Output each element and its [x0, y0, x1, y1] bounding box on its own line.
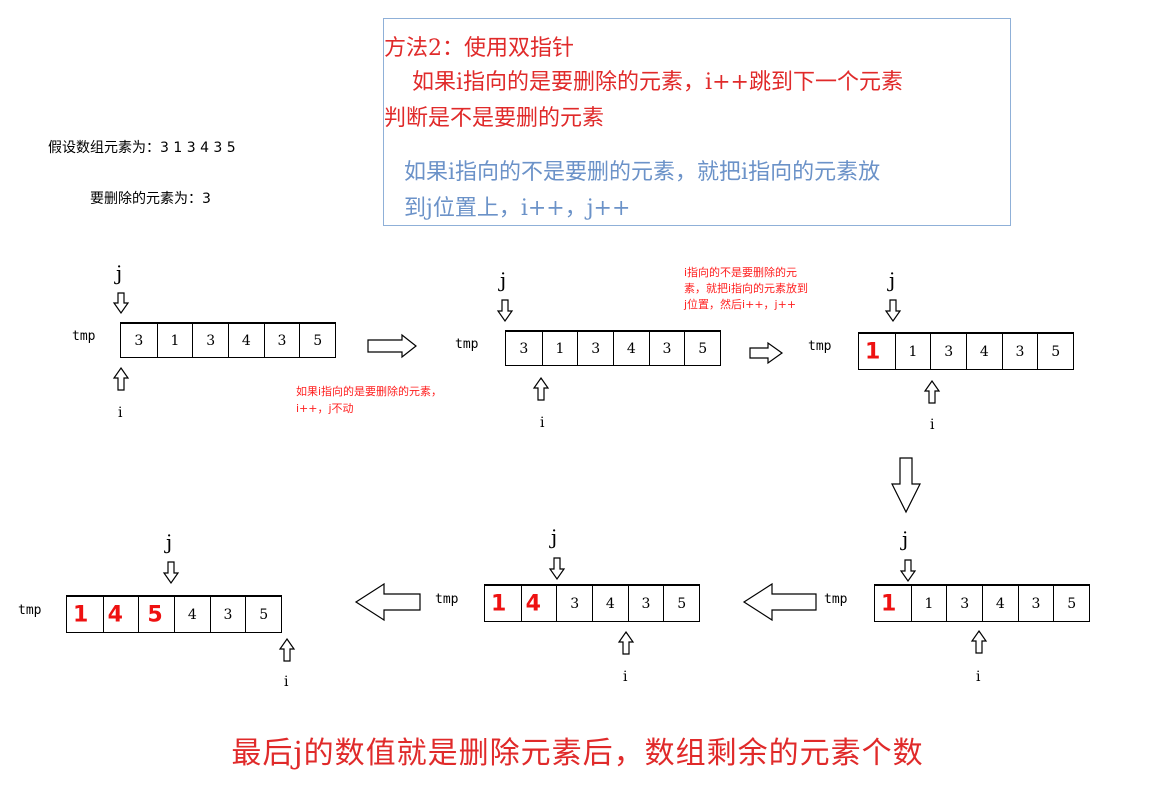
stage2-array: 3 1 3 4 3 5 [505, 330, 721, 366]
stage4-tmp-label: tmp [824, 592, 848, 607]
up-arrow-icon [617, 630, 635, 655]
array-cell: 3 [627, 586, 664, 621]
array-cell: 3 [1017, 586, 1054, 621]
array-cell: 3 [263, 324, 300, 357]
array-cell: 5 [1037, 334, 1073, 369]
up-arrow-icon [970, 629, 988, 654]
conclusion-text: 最后j的数值就是删除元素后，数组剩余的元素个数 [231, 736, 924, 771]
stage3-j-label: j [889, 268, 896, 292]
array-cell: 3 [648, 332, 685, 365]
array-cell: 5 [138, 597, 174, 632]
stage4-array: 1 1 3 4 3 5 [874, 584, 1090, 622]
stage6-tmp-label: tmp [18, 603, 42, 618]
array-cell: 4 [966, 334, 1002, 369]
array-cell: 5 [684, 332, 720, 365]
stage3-i-label: i [930, 417, 935, 433]
up-arrow-icon [278, 637, 296, 662]
stage5-i-label: i [623, 669, 628, 685]
array-cell: 3 [519, 340, 529, 357]
stage1-i-label: i [118, 405, 123, 421]
flow-left-arrow-icon [354, 582, 421, 622]
stage1-array: 3 1 3 4 3 5 [120, 322, 336, 358]
down-arrow-icon [884, 299, 902, 323]
up-arrow-icon [112, 366, 130, 391]
array-cell: 1 [894, 334, 931, 369]
note-delete-line1: 如果i指向的是要删除的元素， [296, 385, 443, 398]
given-array: 假设数组元素为：3 1 3 4 3 5 [48, 140, 236, 156]
array-cell: 1 [859, 334, 895, 369]
flow-right-arrow-icon [367, 333, 417, 359]
down-arrow-icon [496, 299, 514, 323]
handwritten-mark: 1 [73, 602, 89, 627]
array-cell: 4 [174, 597, 210, 632]
down-arrow-icon [112, 292, 130, 315]
method-line-1: 如果i指向的是要删除的元素，i++跳到下一个元素 [412, 70, 903, 95]
array-cell: 1 [156, 324, 193, 357]
method-line-4: 到j位置上，i++，j++ [404, 196, 631, 221]
array-cell: 1 [485, 586, 521, 621]
handwritten-mark: 1 [881, 591, 897, 616]
handwritten-mark: 4 [525, 591, 541, 616]
stage2-tmp-label: tmp [455, 337, 479, 352]
array-cell: 4 [982, 586, 1018, 621]
stage5-j-label: j [551, 525, 558, 549]
stage5-tmp-label: tmp [435, 592, 459, 607]
array-cell: 4 [613, 332, 649, 365]
stage2-i-label: i [540, 415, 545, 431]
stage6-i-label: i [284, 674, 289, 690]
method-title: 方法2：使用双指针 [384, 36, 574, 61]
up-arrow-icon [532, 376, 550, 401]
stage4-j-label: j [902, 527, 909, 551]
stage5-array: 1 4 3 4 3 5 [484, 584, 700, 622]
array-cell: 3 [1001, 334, 1038, 369]
handwritten-mark: 1 [865, 339, 881, 364]
array-cell: 3 [134, 332, 144, 349]
array-cell: 4 [228, 324, 264, 357]
method-line-2: 判断是不是要删的元素 [384, 106, 605, 131]
array-cell: 3 [192, 324, 228, 357]
method-box [383, 18, 1011, 226]
array-cell: 4 [102, 597, 139, 632]
up-arrow-icon [923, 379, 941, 404]
array-cell: 1 [875, 586, 911, 621]
array-cell: 5 [299, 324, 335, 357]
array-cell: 1 [67, 597, 103, 632]
down-arrow-icon [899, 559, 917, 583]
handwritten-mark: 1 [491, 591, 507, 616]
stage6-array: 1 4 5 4 3 5 [66, 595, 282, 633]
stage1-tmp-label: tmp [72, 329, 96, 344]
stage3-tmp-label: tmp [808, 339, 832, 354]
array-cell: 3 [930, 334, 966, 369]
flow-left-arrow-icon [742, 582, 817, 622]
note-keep-line3: j位置，然后i++，j++ [684, 298, 797, 311]
array-cell: 4 [592, 586, 628, 621]
stage6-j-label: j [166, 530, 173, 554]
array-cell: 1 [541, 332, 578, 365]
array-cell: 3 [577, 332, 613, 365]
array-cell: 5 [1053, 586, 1089, 621]
method-line-3: 如果i指向的不是要删的元素，就把i指向的元素放 [404, 160, 881, 185]
note-delete-line2: i++，j不动 [296, 402, 354, 415]
array-cell: 3 [556, 586, 592, 621]
array-cell: 5 [245, 597, 281, 632]
array-cell: 5 [663, 586, 699, 621]
given-target: 要删除的元素为：3 [90, 191, 211, 207]
stage1-j-label: j [116, 261, 123, 285]
note-keep-line2: 素，就把i指向的元素放到 [684, 282, 809, 295]
array-cell: 3 [946, 586, 982, 621]
down-arrow-icon [162, 561, 180, 585]
array-cell: 4 [520, 586, 557, 621]
down-arrow-icon [548, 557, 566, 581]
stage3-array: 1 1 3 4 3 5 [858, 332, 1074, 370]
note-keep-line1: i指向的不是要删除的元 [684, 266, 798, 279]
handwritten-mark: 4 [107, 602, 123, 627]
array-cell: 3 [209, 597, 246, 632]
flow-down-arrow-icon [891, 457, 921, 514]
array-cell: 1 [910, 586, 947, 621]
stage2-j-label: j [500, 268, 507, 292]
stage4-i-label: i [976, 669, 981, 685]
flow-right-arrow-icon [749, 341, 784, 365]
handwritten-mark: 5 [147, 602, 163, 627]
